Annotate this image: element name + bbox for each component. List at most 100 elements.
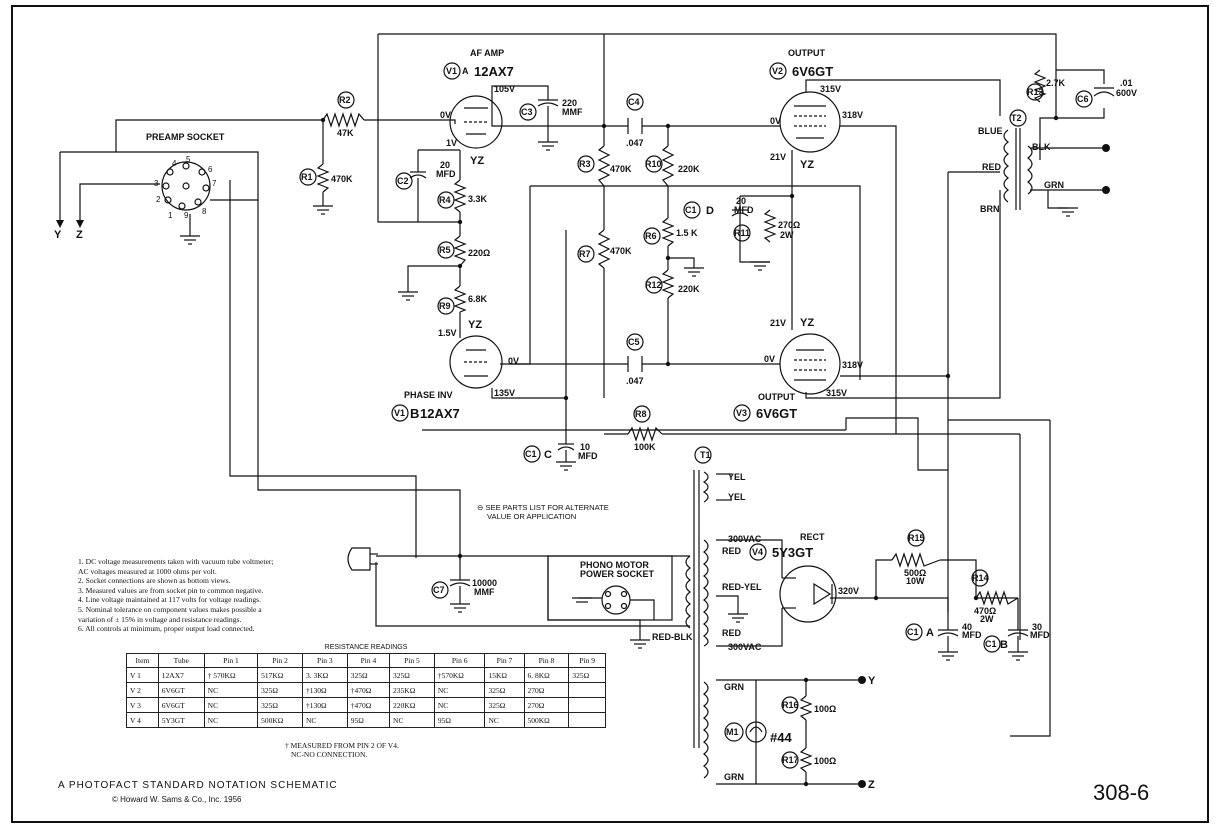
svg-text:220: 220 [562, 98, 577, 108]
svg-text:R5: R5 [439, 245, 451, 255]
note-line: 2. Socket connections are shown as botto… [78, 576, 231, 586]
svg-text:R4: R4 [439, 195, 451, 205]
label-300vac-b: 300VAC [728, 642, 762, 652]
table-cell: NC [433, 697, 486, 713]
svg-text:MFD: MFD [436, 169, 456, 179]
label-brn: BRN [980, 204, 1000, 214]
label-yz-v1b: YZ [468, 319, 482, 331]
svg-text:R12: R12 [645, 280, 662, 290]
voltages: 105V 0V 1V 1.5V 0V 135V 315V 318V 0V 21V… [438, 84, 863, 596]
label-red-ot: RED [982, 162, 1002, 172]
label-grn-1: GRN [724, 682, 744, 692]
label-yel-2: YEL [728, 492, 746, 502]
svg-text:100Ω: 100Ω [814, 756, 836, 766]
table-cell: 325Ω [257, 682, 303, 698]
label-red-yel: RED-YEL [722, 582, 762, 592]
table-cell: 325Ω [484, 697, 525, 713]
label-yz-v1a: YZ [470, 155, 484, 167]
table-cell: 325Ω [568, 667, 606, 683]
table-cell: NC [203, 682, 259, 698]
label-yz-v2: YZ [800, 159, 814, 171]
tube-v4 [779, 565, 837, 623]
table-cell: 270Ω [523, 682, 570, 698]
svg-text:C1: C1 [685, 205, 697, 215]
parts-list-note: ⊖ SEE PARTS LIST FOR ALTERNATE VALUE OR … [477, 503, 609, 521]
label-preamp-z: Z [76, 229, 83, 241]
speaker-terminal-com [1102, 186, 1110, 194]
svg-text:R9: R9 [439, 301, 451, 311]
volt-v1a-cath: 1V [446, 138, 457, 148]
svg-text:220Ω: 220Ω [468, 248, 490, 258]
table-header-row: Item Tube Pin 1 Pin 2 Pin 3 Pin 4 Pin 5 … [126, 653, 606, 668]
table-row: V 3 6V6GT NC 325Ω †130Ω †470Ω 220KΩ NC 3… [126, 697, 606, 713]
label-blk: BLK [1032, 142, 1051, 152]
credit-title: A PHOTOFACT STANDARD NOTATION SCHEMATIC [58, 780, 338, 791]
svg-text:.047: .047 [626, 138, 644, 148]
table-cell: 12AX7 [157, 667, 205, 683]
svg-text:R10: R10 [645, 159, 662, 169]
label-grn-ot: GRN [1044, 180, 1064, 190]
table-cell [568, 682, 606, 698]
tube-v1a [449, 95, 503, 149]
table-cell: †570KΩ [433, 667, 486, 683]
volt-v3-grid: 0V [764, 354, 775, 364]
svg-text:470Ω: 470Ω [974, 606, 996, 616]
note-line: 6. All controls at minimum, proper outpu… [78, 624, 255, 634]
label-red-2: RED [722, 628, 742, 638]
svg-text:100Ω: 100Ω [814, 704, 836, 714]
svg-text:D: D [706, 205, 714, 217]
svg-text:B: B [1000, 639, 1008, 651]
parts-note-line: VALUE OR APPLICATION [487, 512, 577, 521]
grounds [180, 141, 1078, 661]
label-v3: V3 [736, 408, 747, 418]
svg-text:C5: C5 [628, 337, 640, 347]
label-v1a-sect: A [462, 66, 469, 76]
table-row: V 4 5Y3GT NC 500KΩ NC 95Ω NC 95Ω NC 500K… [126, 712, 606, 728]
svg-text:2.7K: 2.7K [1046, 78, 1066, 88]
table-header: Pin 5 [389, 653, 435, 668]
svg-text:100K: 100K [634, 442, 656, 452]
label-power-socket: POWER SOCKET [580, 569, 655, 579]
wiring [59, 33, 1106, 785]
svg-text:5: 5 [186, 155, 191, 164]
label-v2-type: 6V6GT [792, 64, 833, 79]
notes-block: 1. DC voltage measurements taken with va… [78, 557, 358, 634]
table-header: Pin 4 [346, 653, 391, 668]
label-grn-2: GRN [724, 772, 744, 782]
svg-text:R11: R11 [734, 228, 750, 238]
svg-text:C1: C1 [985, 639, 997, 649]
label-output-y: Y [868, 675, 876, 687]
footnote: † MEASURED FROM PIN 2 OF V4. [285, 741, 399, 750]
svg-text:470K: 470K [610, 246, 632, 256]
svg-text:MMF: MMF [562, 107, 583, 117]
svg-text:470K: 470K [610, 164, 632, 174]
svg-text:R14: R14 [972, 573, 989, 583]
table-row: V 2 6V6GT NC 325Ω †130Ω †470Ω 235KΩ NC 3… [126, 682, 606, 698]
svg-text:10000: 10000 [472, 578, 497, 588]
svg-text:MFD: MFD [578, 451, 598, 461]
note-line: 3. Measured values are from socket pin t… [78, 585, 264, 595]
table-cell: 500KΩ [257, 712, 303, 728]
table-header: Tube [157, 653, 205, 668]
resistance-readings: RESISTANCE READINGS Item Tube Pin 1 Pin … [126, 644, 606, 728]
svg-text:C2: C2 [397, 176, 409, 186]
table-cell: 5Y3GT [157, 712, 205, 728]
label-t1: T1 [700, 450, 711, 460]
label-phase-inv: PHASE INV [404, 390, 453, 400]
svg-text:47K: 47K [337, 128, 354, 138]
svg-text:220K: 220K [678, 284, 700, 294]
table-header: Pin 9 [568, 653, 606, 668]
parts-note-line: ⊖ SEE PARTS LIST FOR ALTERNATE [477, 503, 609, 512]
svg-text:40: 40 [962, 622, 972, 632]
label-v1a: V1 [446, 66, 457, 76]
table-cell: 500KΩ [523, 712, 570, 728]
note-line: 4. Line voltage maintained at 117 volts … [78, 595, 261, 605]
table-cell: † 570KΩ [203, 667, 259, 683]
table-cell: V 1 [126, 667, 159, 683]
pilot-lamp [745, 721, 767, 743]
svg-text:3: 3 [154, 179, 159, 188]
label-300vac-a: 300VAC [728, 534, 762, 544]
note-line: 1. DC voltage measurements taken with va… [78, 557, 274, 566]
svg-text:7: 7 [212, 179, 217, 188]
table-cell: 95Ω [346, 712, 391, 728]
